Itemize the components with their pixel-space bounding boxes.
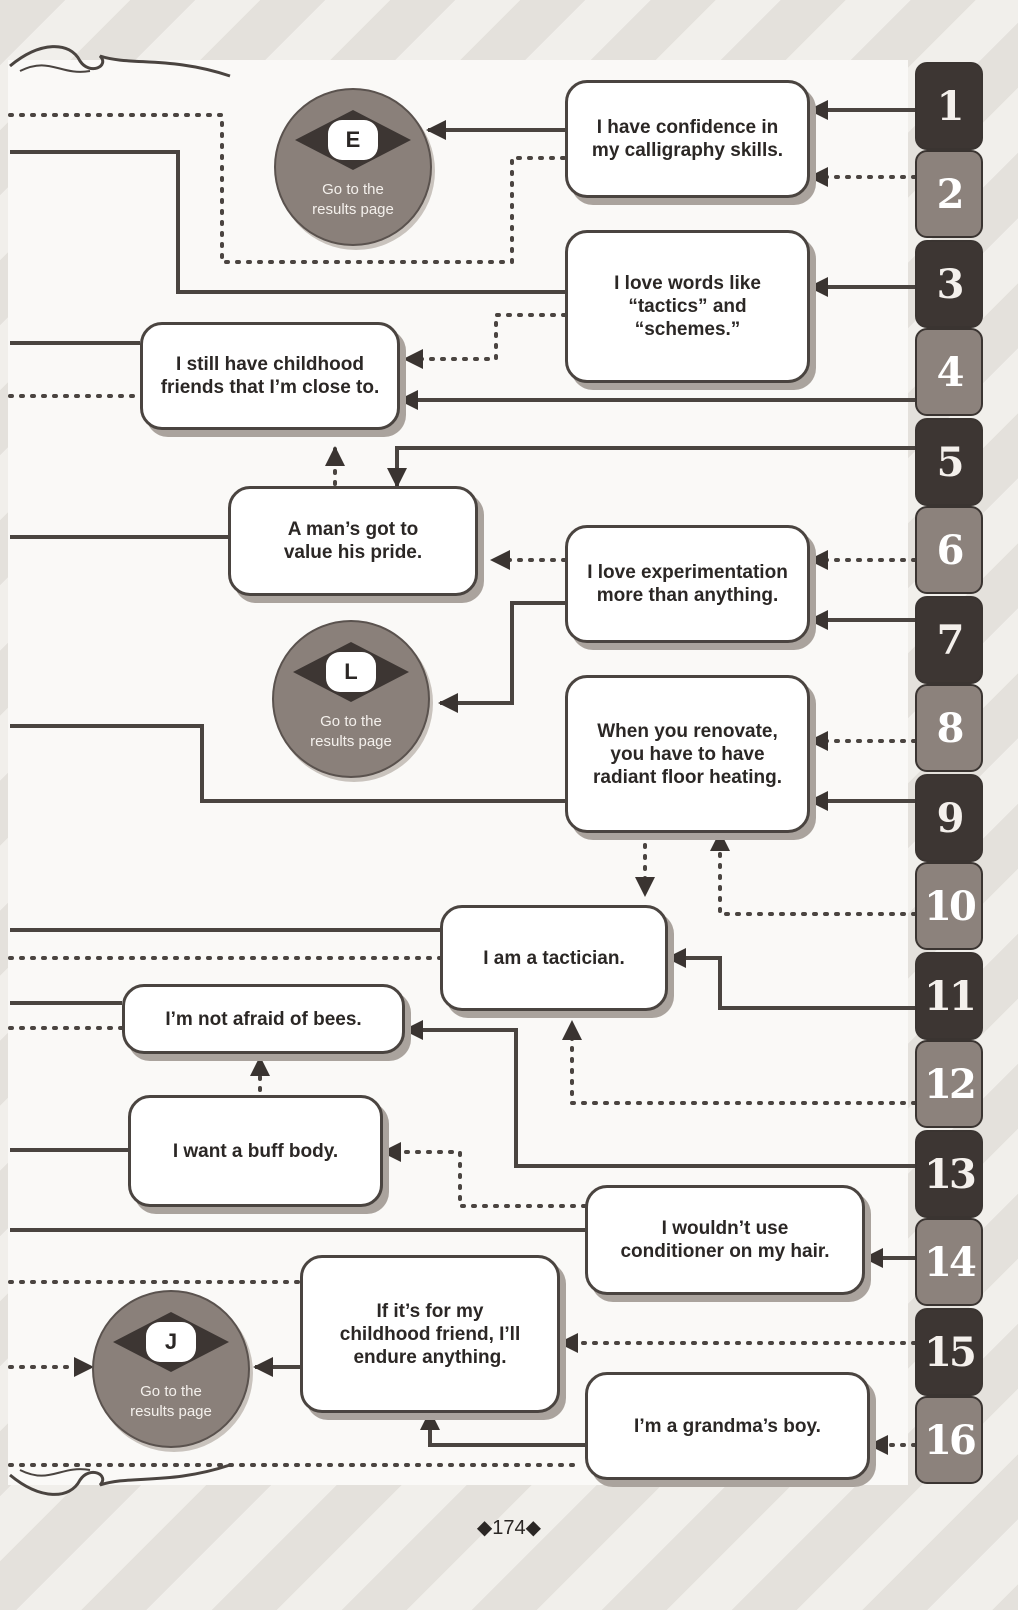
result-diamond: E bbox=[295, 110, 411, 170]
statement-text: If it’s for my childhood friend, I’ll en… bbox=[339, 1300, 521, 1368]
statement-childhood-friend-endure: If it’s for my childhood friend, I’ll en… bbox=[300, 1255, 560, 1413]
statement-buff-body: I want a buff body. bbox=[128, 1095, 383, 1207]
statement-text: I am a tactician. bbox=[483, 947, 625, 969]
tab-13[interactable]: 13 bbox=[915, 1130, 983, 1218]
tab-1[interactable]: 1 bbox=[915, 62, 983, 150]
statement-pride: A man’s got to value his pride. bbox=[228, 486, 478, 596]
statement-childhood-friends: I still have childhood friends that I’m … bbox=[140, 322, 400, 430]
result-letter: E bbox=[328, 120, 378, 160]
result-circle-e[interactable]: E Go to the results page bbox=[274, 88, 432, 246]
statement-text: I’m a grandma’s boy. bbox=[634, 1415, 821, 1437]
tab-14[interactable]: 14 bbox=[915, 1218, 983, 1306]
result-diamond: L bbox=[293, 642, 409, 702]
tab-10[interactable]: 10 bbox=[915, 862, 983, 950]
statement-text: I love words like “tactics” and “schemes… bbox=[614, 273, 761, 340]
tab-2[interactable]: 2 bbox=[915, 150, 983, 238]
tab-7[interactable]: 7 bbox=[915, 596, 983, 684]
tab-5[interactable]: 5 bbox=[915, 418, 983, 506]
statement-text: When you renovate, you have to have radi… bbox=[593, 720, 782, 788]
result-letter: L bbox=[326, 652, 376, 692]
tab-6[interactable]: 6 bbox=[915, 506, 983, 594]
result-diamond: J bbox=[113, 1312, 229, 1372]
tab-3[interactable]: 3 bbox=[915, 240, 983, 328]
statement-bees: I’m not afraid of bees. bbox=[122, 984, 405, 1054]
tab-4[interactable]: 4 bbox=[915, 328, 983, 416]
statement-renovate: When you renovate, you have to have radi… bbox=[565, 675, 810, 833]
statement-calligraphy: I have confidence in my calligraphy skil… bbox=[565, 80, 810, 198]
tab-16[interactable]: 16 bbox=[915, 1396, 983, 1484]
statement-grandma: I’m a grandma’s boy. bbox=[585, 1372, 870, 1480]
statement-experimentation: I love experimentation more than anythin… bbox=[565, 525, 810, 643]
page-number: ◆174◆ bbox=[476, 1517, 542, 1539]
result-label: Go to the results page bbox=[310, 713, 392, 750]
statement-text: I still have childhood friends that I’m … bbox=[160, 354, 380, 398]
tab-8[interactable]: 8 bbox=[915, 684, 983, 772]
statement-text: I’m not afraid of bees. bbox=[165, 1008, 362, 1030]
tab-15[interactable]: 15 bbox=[915, 1308, 983, 1396]
tab-9[interactable]: 9 bbox=[915, 774, 983, 862]
result-circle-j[interactable]: J Go to the results page bbox=[92, 1290, 250, 1448]
statement-text: A man’s got to value his pride. bbox=[283, 519, 423, 563]
statement-tactician: I am a tactician. bbox=[440, 905, 668, 1011]
result-letter: J bbox=[146, 1322, 196, 1362]
result-circle-l[interactable]: L Go to the results page bbox=[272, 620, 430, 778]
statement-text: I wouldn’t use conditioner on my hair. bbox=[620, 1218, 830, 1262]
result-label: Go to the results page bbox=[130, 1383, 212, 1420]
statement-tactics-words: I love words like “tactics” and “schemes… bbox=[565, 230, 810, 383]
statement-text: I love experimentation more than anythin… bbox=[587, 562, 788, 606]
result-label: Go to the results page bbox=[312, 181, 394, 218]
statement-text: I want a buff body. bbox=[172, 1140, 339, 1162]
statement-conditioner: I wouldn’t use conditioner on my hair. bbox=[585, 1185, 865, 1295]
tab-12[interactable]: 12 bbox=[915, 1040, 983, 1128]
top-ornament bbox=[9, 45, 231, 78]
tab-11[interactable]: 11 bbox=[915, 952, 983, 1040]
bottom-ornament bbox=[9, 1463, 231, 1496]
statement-text: I have confidence in my calligraphy skil… bbox=[591, 117, 784, 161]
